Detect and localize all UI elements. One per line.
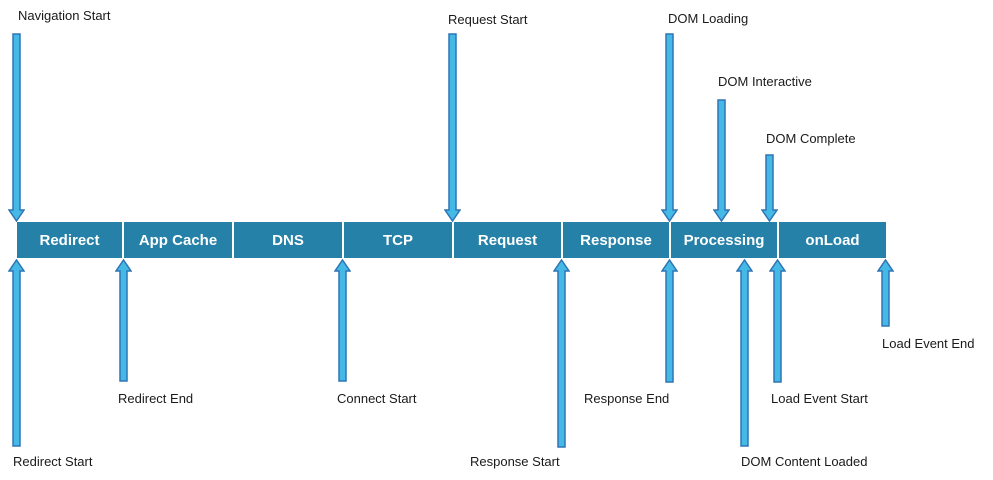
event-label: Connect Start xyxy=(337,391,417,406)
segment-response: Response xyxy=(563,222,669,258)
segment-label: Response xyxy=(580,231,652,249)
event-label: Request Start xyxy=(448,12,528,27)
event-label: Redirect End xyxy=(118,391,194,406)
segment-label: Redirect xyxy=(39,231,100,249)
event-label: Load Event Start xyxy=(771,391,868,406)
up-arrow-icon xyxy=(8,259,25,447)
segment-processing: Processing xyxy=(671,222,777,258)
segment-request: Request xyxy=(454,222,561,258)
event-label: Response Start xyxy=(470,454,560,469)
timing-bar: Redirect App Cache DNS TCP Request Respo… xyxy=(17,222,886,258)
up-arrow-icon xyxy=(334,259,351,382)
up-arrow-icon xyxy=(661,259,678,383)
event-label: Redirect Start xyxy=(13,454,93,469)
segment-label: App Cache xyxy=(138,231,218,249)
segment-label: Processing xyxy=(683,231,765,249)
up-arrow-icon xyxy=(877,259,894,327)
segment-app-cache: App Cache xyxy=(124,222,232,258)
event-label: DOM Content Loaded xyxy=(741,454,868,469)
down-arrow-icon xyxy=(8,33,25,222)
up-arrow-icon xyxy=(553,259,570,448)
event-label: DOM Interactive xyxy=(718,74,812,89)
down-arrow-icon xyxy=(761,154,778,222)
event-label: DOM Loading xyxy=(668,11,749,26)
down-arrow-icon xyxy=(713,99,730,222)
up-arrow-icon xyxy=(769,259,786,383)
event-label: Navigation Start xyxy=(18,8,111,23)
event-label: Response End xyxy=(584,391,670,406)
up-arrow-icon xyxy=(736,259,753,447)
event-label: Load Event End xyxy=(882,336,975,351)
segment-redirect: Redirect xyxy=(17,222,122,258)
segment-label: DNS xyxy=(272,231,304,249)
segment-label: Request xyxy=(477,231,538,249)
segment-tcp: TCP xyxy=(344,222,452,258)
segment-label: onLoad xyxy=(805,231,860,249)
segment-label: TCP xyxy=(383,231,413,249)
down-arrow-icon xyxy=(444,33,461,222)
down-arrow-icon xyxy=(661,33,678,222)
up-arrow-icon xyxy=(115,259,132,382)
segment-dns: DNS xyxy=(234,222,342,258)
segment-onload: onLoad xyxy=(779,222,886,258)
event-label: DOM Complete xyxy=(766,131,856,146)
